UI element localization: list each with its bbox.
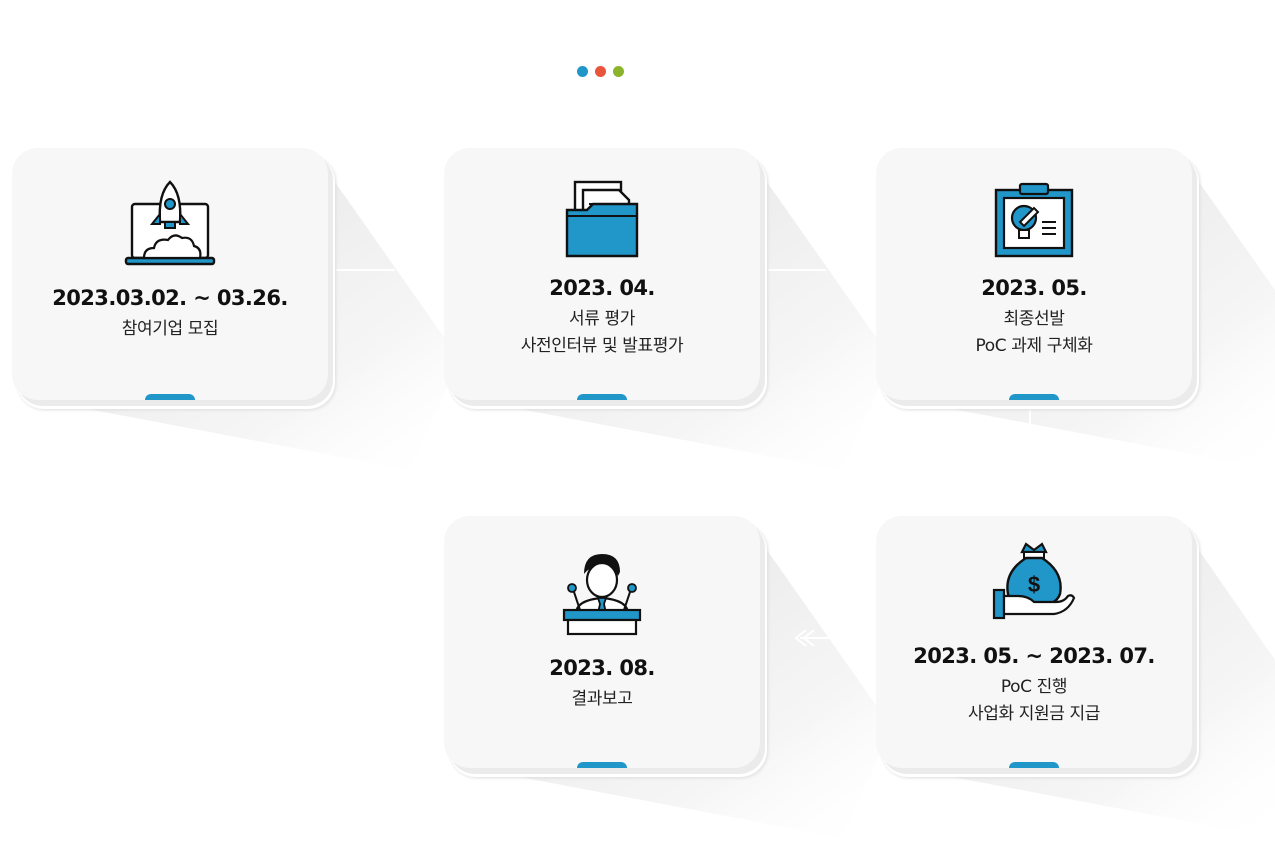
step-description: 참여기업 모집 [12, 316, 328, 343]
dot-green [613, 66, 624, 77]
step-date: 2023. 05. ~ 2023. 07. [913, 644, 1155, 668]
decorative-dots [577, 66, 624, 77]
step-card-poc-progress: $ 2023. 05. ~ 2023. 07. PoC 진행 사업화 지원금 지… [876, 516, 1192, 768]
dot-blue [577, 66, 588, 77]
step-date: 2023. 04. [549, 276, 655, 300]
money-bag-hand-icon: $ [992, 542, 1076, 620]
step-card-document-review: 2023. 04. 서류 평가 사전인터뷰 및 발표평가 [444, 148, 760, 400]
rocket-laptop-icon [124, 180, 216, 266]
step-card-recruit: 2023.03.02. ~ 03.26. 참여기업 모집 [12, 148, 328, 400]
step-description: 서류 평가 사전인터뷰 및 발표평가 [444, 306, 760, 360]
step-line: 서류 평가 [569, 309, 635, 329]
document-folder-icon [565, 180, 639, 258]
step-card-final-report: 2023. 08. 결과보고 [444, 516, 760, 768]
step-description: PoC 진행 사업화 지원금 지급 [876, 674, 1192, 728]
speaker-podium-icon [562, 554, 642, 636]
step-date: 2023. 08. [549, 656, 655, 680]
step-tab [145, 394, 195, 400]
step-tab [577, 762, 627, 768]
step-date: 2023.03.02. ~ 03.26. [52, 286, 288, 310]
step-line: 사업화 지원금 지급 [968, 704, 1100, 724]
step-line: 참여기업 모집 [121, 319, 219, 339]
step-tab [577, 394, 627, 400]
step-line: 최종선발 [1003, 309, 1065, 329]
step-line: 사전인터뷰 및 발표평가 [520, 336, 684, 356]
svg-text:$: $ [1028, 572, 1040, 597]
step-card-final-selection: 2023. 05. 최종선발 PoC 과제 구체화 [876, 148, 1192, 400]
step-line: PoC 진행 [1000, 677, 1068, 697]
step-description: 결과보고 [444, 686, 760, 713]
idea-clipboard-icon [994, 182, 1074, 258]
step-date: 2023. 05. [981, 276, 1087, 300]
step-description: 최종선발 PoC 과제 구체화 [876, 306, 1192, 360]
dot-red [595, 66, 606, 77]
step-tab [1009, 394, 1059, 400]
step-tab [1009, 762, 1059, 768]
step-line: 결과보고 [571, 689, 633, 709]
step-line: PoC 과제 구체화 [975, 336, 1093, 356]
